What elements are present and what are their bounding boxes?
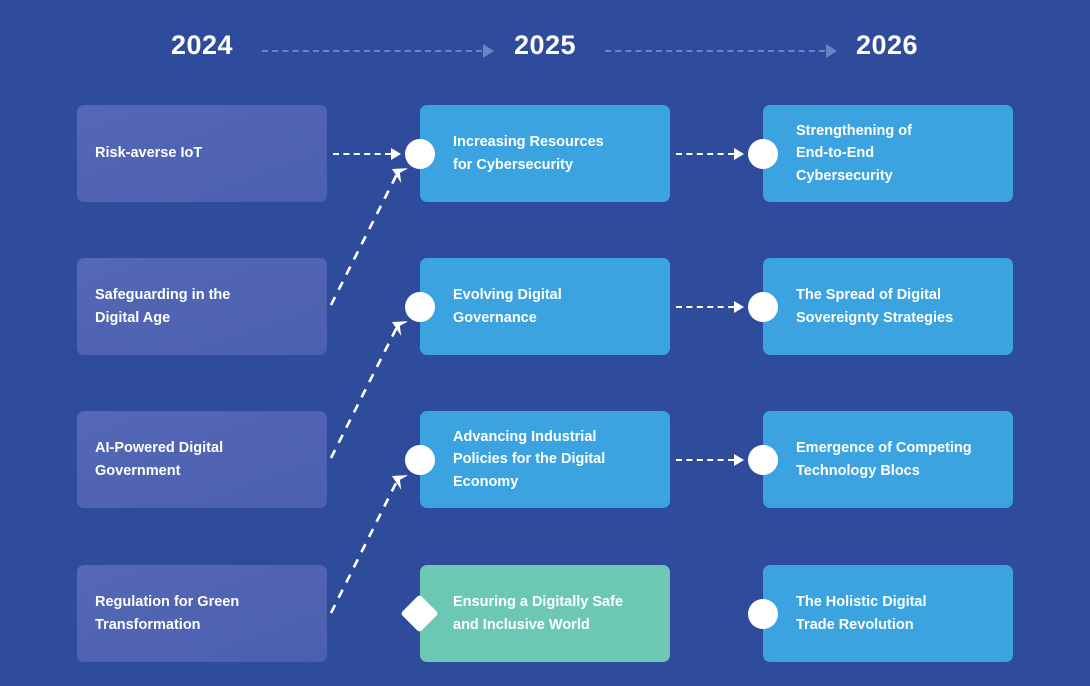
year-label-2024: 2024 [170,30,234,60]
arrow-head-icon [826,44,837,58]
card-2025-advancing-industrial-policies[interactable]: Advancing Industrial Policies for the Di… [420,411,670,508]
card-label: Risk-averse IoT [95,145,203,162]
node-marker-circle-2025-row-2 [405,445,435,475]
connector-arrow-2024-row3-to-2025-row2 [329,479,398,614]
card-2025-ensuring-digitally-safe-inclusive-world[interactable]: Ensuring a Digitally Safe and Inclusive … [420,565,670,662]
dashed-line [262,50,482,52]
connector-arrow-2024-row0-to-2025-row0 [333,148,401,160]
card-label: Ensuring a Digitally Safe and Inclusive … [453,594,624,633]
card-2025-evolving-digital-governance[interactable]: Evolving Digital Governance [420,258,670,355]
connector-arrow-2025-row2-to-2026-row2 [676,454,744,466]
card-2026-emergence-competing-technology-blocs[interactable]: Emergence of Competing Technology Blocs [763,411,1013,508]
arrow-head-icon [734,454,744,466]
arrow-head-icon [483,44,494,58]
card-label: The Spread of Digital Sovereignty Strate… [796,287,954,326]
card-label: Evolving Digital Governance [453,287,562,326]
card-2025-increasing-resources-cybersecurity[interactable]: Increasing Resources for Cybersecurity [420,105,670,202]
card-2026-spread-digital-sovereignty-strategies[interactable]: The Spread of Digital Sovereignty Strate… [763,258,1013,355]
node-marker-circle-2026-row-3 [748,599,778,629]
card-2026-holistic-digital-trade-revolution[interactable]: The Holistic Digital Trade Revolution [763,565,1013,662]
dashed-line [676,459,734,461]
connector-arrow-2024-row2-to-2025-row1 [329,325,398,459]
node-marker-circle-2026-row-1 [748,292,778,322]
card-2024-ai-powered-digital-government[interactable]: AI-Powered Digital Government [77,411,327,508]
node-marker-circle-2026-row-2 [748,445,778,475]
dashed-line [605,50,825,52]
connector-arrow-2024-row1-to-2025-row0 [329,172,398,306]
card-2026-strengthening-end-to-end-cybersecurity[interactable]: Strengthening of End-to-End Cybersecurit… [763,105,1013,202]
arrow-head-icon [734,301,744,313]
year-label-2025: 2025 [513,30,577,60]
year-connector-2024-2025 [262,44,494,58]
card-label: AI-Powered Digital Government [95,440,224,479]
year-label-2026: 2026 [855,30,919,60]
arrow-head-icon [391,148,401,160]
card-label: Regulation for Green Transformation [95,594,240,633]
connector-arrow-2025-row0-to-2026-row0 [676,148,744,160]
card-label: Advancing Industrial Policies for the Di… [453,428,606,490]
card-label: Safeguarding in the Digital Age [95,287,231,326]
arrow-head-icon [734,148,744,160]
year-connector-2025-2026 [605,44,837,58]
connector-arrow-2025-row1-to-2026-row1 [676,301,744,313]
node-marker-circle-2025-row-0 [405,139,435,169]
card-label: Increasing Resources for Cybersecurity [453,134,604,173]
card-label: The Holistic Digital Trade Revolution [796,594,927,633]
dashed-line [676,153,734,155]
card-label: Emergence of Competing Technology Blocs [796,440,972,479]
card-2024-risk-averse-iot[interactable]: Risk-averse IoT [77,105,327,202]
node-marker-circle-2025-row-1 [405,292,435,322]
node-marker-circle-2026-row-0 [748,139,778,169]
card-label: Strengthening of End-to-End Cybersecurit… [796,122,912,184]
dashed-line [333,153,391,155]
card-2024-regulation-green-transformation[interactable]: Regulation for Green Transformation [77,565,327,662]
dashed-line [676,306,734,308]
card-2024-safeguarding-digital-age[interactable]: Safeguarding in the Digital Age [77,258,327,355]
